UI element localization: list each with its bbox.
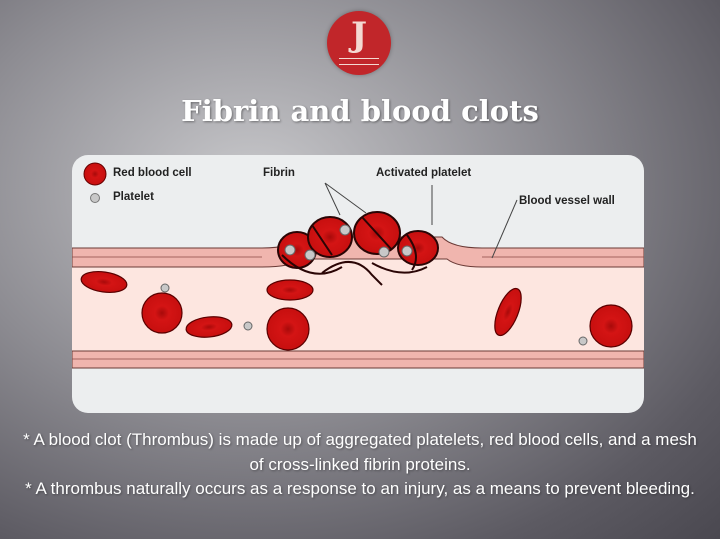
logo: J xyxy=(327,11,391,75)
legend-red-blood-cell: Red blood cell xyxy=(113,167,192,179)
caption: * A blood clot (Thrombus) is made up of … xyxy=(14,428,706,502)
platelet-legend-icon xyxy=(90,193,100,203)
label-activated-platelet: Activated platelet xyxy=(376,167,472,179)
legend-platelet: Platelet xyxy=(113,191,154,203)
logo-text-lines xyxy=(339,58,379,65)
logo-glyph: J xyxy=(350,15,368,55)
diagram-panel: Red blood cell Platelet Fibrin Activated… xyxy=(72,155,644,413)
blood-clot-diagram xyxy=(72,162,644,369)
label-blood-vessel-wall: Blood vessel wall xyxy=(519,195,615,207)
slide-title: Fibrin and blood clots xyxy=(181,94,539,128)
caption-line-2: * A thrombus naturally occurs as a respo… xyxy=(25,479,695,498)
caption-line-1: * A blood clot (Thrombus) is made up of … xyxy=(23,430,697,474)
label-fibrin: Fibrin xyxy=(263,167,295,179)
